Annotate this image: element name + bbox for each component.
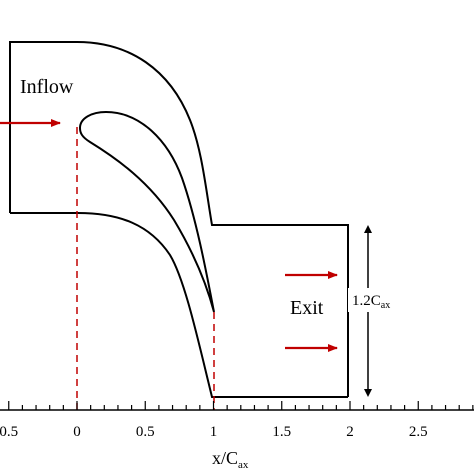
exit-label: Exit [290,297,324,319]
x-tick-label: 2.5 [409,424,428,440]
lower-wall [10,212,348,398]
upper-wall [9,41,349,397]
pitch-label-sub: ax [381,300,390,311]
x-tick-label: 0.5 [0,424,18,440]
x-tick-label: 0.5 [136,424,155,440]
x-tick-label: 1.5 [272,424,291,440]
x-axis-ticks: 0.5 0 0.5 1 1.5 2 2.5 [0,401,474,440]
pitch-dimension-label: 1.2Cax [352,293,390,311]
pitch-label-main: 1.2C [352,293,381,309]
blade-airfoil [78,110,215,313]
x-axis-label: x/Cax [212,448,249,471]
x-axis-label-sub: ax [238,459,249,471]
x-tick-label: 2 [346,424,354,440]
inflow-label: Inflow [20,76,74,98]
x-tick-label: 0 [73,424,81,440]
x-axis-label-main: x/C [212,448,238,468]
x-tick-label: 1 [210,424,218,440]
